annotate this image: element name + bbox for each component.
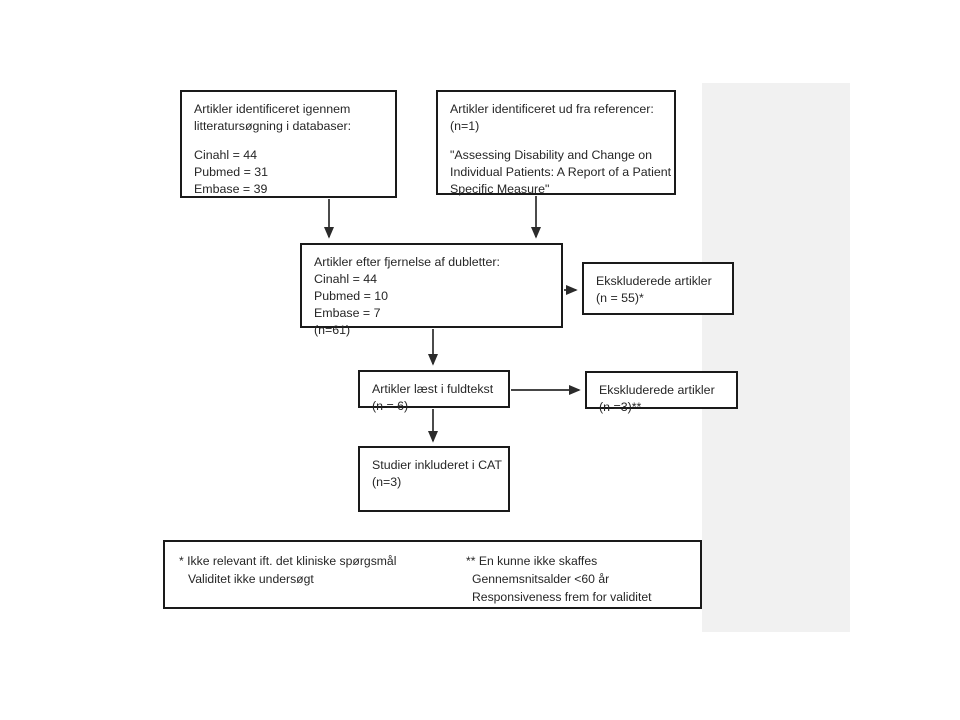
references-citation-line-1: "Assessing Disability and Change on <box>450 148 653 162</box>
included-count: (n=3) <box>372 475 402 489</box>
footnotes-column-left: * Ikke relevant ift. det kliniske spørgs… <box>179 552 466 606</box>
databases-count-cinahl: Cinahl = 44 <box>194 148 258 162</box>
duplicates-count-cinahl: Cinahl = 44 <box>314 272 378 286</box>
references-title-line-2: (n=1) <box>450 119 480 133</box>
box-footnotes-legend: * Ikke relevant ift. det kliniske spørgs… <box>163 540 702 609</box>
footnote-single-asterisk-line-1: * Ikke relevant ift. det kliniske spørgs… <box>179 554 397 568</box>
databases-title-line-1: Artikler identificeret igennem <box>194 102 351 116</box>
footnote-double-asterisk-line-1: ** En kunne ikke skaffes <box>465 554 598 568</box>
footnote-double-asterisk-line-3: Responsiveness frem for validitet <box>471 590 652 604</box>
box-articles-from-references: Artikler identificeret ud fra referencer… <box>436 90 676 196</box>
footnotes-columns: * Ikke relevant ift. det kliniske spørgs… <box>179 552 686 606</box>
box-excluded-articles-fulltext: Ekskluderede artikler (n =3)** <box>585 371 738 414</box>
fulltext-title: Artikler læst i fuldtekst <box>372 382 494 396</box>
box-after-duplicate-removal: Artikler efter fjernelse af dubletter: C… <box>300 243 563 337</box>
footnote-single-asterisk-line-2: Validitet ikke undersøgt <box>188 572 314 586</box>
box-articles-from-databases: Artikler identificeret igennem litteratu… <box>180 90 397 198</box>
included-title: Studier inkluderet i CAT <box>372 458 502 472</box>
databases-count-embase: Embase = 39 <box>194 182 268 196</box>
references-citation-line-2: Individual Patients: A Report of a Patie… <box>450 165 672 179</box>
footnote-double-asterisk-line-2: Gennemsnitsalder <60 år <box>471 572 610 586</box>
excluded-2-title: Ekskluderede artikler <box>599 383 715 397</box>
duplicates-title: Artikler efter fjernelse af dubletter: <box>314 255 500 269</box>
box-articles-read-fulltext: Artikler læst i fuldtekst (n = 6) <box>358 370 510 413</box>
box-excluded-articles-screening: Ekskluderede artikler (n = 55)* <box>582 262 734 315</box>
databases-count-pubmed: Pubmed = 31 <box>194 165 269 179</box>
spacer <box>450 135 662 147</box>
fulltext-count: (n = 6) <box>372 399 409 413</box>
background-gray-band <box>702 83 850 632</box>
duplicates-count-pubmed: Pubmed = 10 <box>314 289 389 303</box>
databases-title-line-2: litteratursøgning i databaser: <box>194 119 352 133</box>
footnotes-column-right: ** En kunne ikke skaffes Gennemsnitsalde… <box>466 552 686 606</box>
references-citation-line-3: Specific Measure" <box>450 182 550 196</box>
spacer <box>194 135 383 147</box>
duplicates-count-embase: Embase = 7 <box>314 306 381 320</box>
excluded-2-count: (n =3)** <box>599 400 642 414</box>
box-studies-included-in-cat: Studier inkluderet i CAT (n=3) <box>358 446 510 512</box>
duplicates-count-total: (n=61) <box>314 323 351 337</box>
excluded-1-count: (n = 55)* <box>596 291 644 305</box>
references-title-line-1: Artikler identificeret ud fra referencer… <box>450 102 654 116</box>
excluded-1-title: Ekskluderede artikler <box>596 274 712 288</box>
